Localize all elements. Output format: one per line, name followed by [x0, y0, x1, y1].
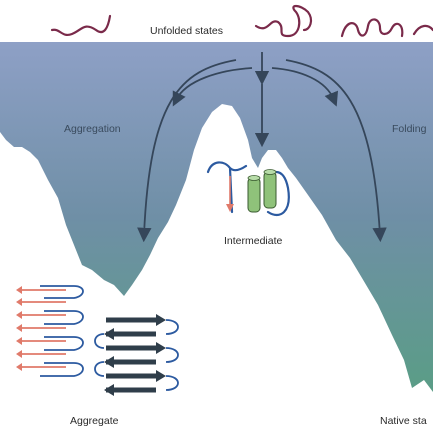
- energy-funnel: [0, 42, 433, 392]
- unfolded-chain-4: [412, 24, 433, 36]
- label-aggregate: Aggregate: [70, 415, 119, 427]
- arrow-aggregation: [137, 59, 237, 243]
- aggregate-loops: [94, 319, 179, 391]
- arrow-folding: [285, 59, 387, 243]
- label-unfolded-states: Unfolded states: [150, 25, 223, 37]
- label-aggregation: Aggregation: [64, 123, 121, 135]
- arrow-center-left: [172, 67, 253, 107]
- aggregate-left: [16, 285, 84, 377]
- label-folding: Folding: [392, 123, 427, 135]
- aggregate-right: [106, 317, 156, 393]
- unfolded-chain-2: [254, 4, 313, 38]
- label-native-state: Native sta: [380, 415, 427, 427]
- intermediate-structure: [206, 161, 290, 217]
- unfolded-chain-1: [50, 14, 112, 36]
- aggregate-strand-heads: [104, 314, 166, 396]
- pathway-arrows: [137, 52, 387, 243]
- arrow-center-right: [271, 67, 339, 107]
- unfolded-chain-3: [340, 18, 404, 38]
- label-intermediate: Intermediate: [224, 235, 283, 247]
